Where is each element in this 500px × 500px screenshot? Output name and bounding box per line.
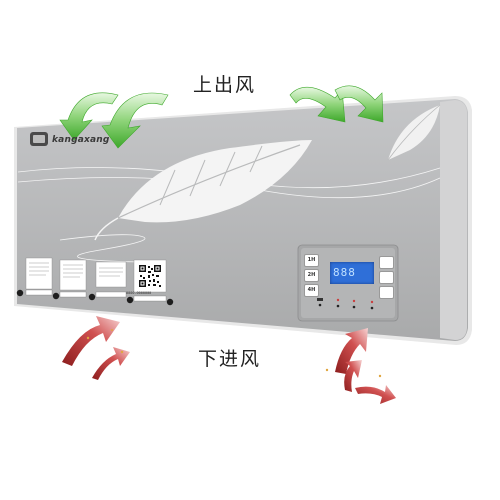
feather-icon bbox=[94, 140, 312, 241]
airflow-out-arrow-icon bbox=[59, 85, 384, 149]
power-button[interactable] bbox=[379, 256, 394, 269]
lcd-display bbox=[330, 262, 374, 284]
mode-button[interactable] bbox=[379, 271, 394, 284]
timer-4h-button[interactable]: 4H bbox=[304, 284, 319, 297]
brand-name: kangaxang bbox=[52, 135, 110, 145]
lcd-digits: 888 bbox=[333, 266, 356, 279]
timer-2h-button[interactable]: 2H bbox=[304, 269, 319, 282]
airflow-in-arrow-icon bbox=[62, 316, 396, 404]
timer-1h-button[interactable]: 1H bbox=[304, 254, 319, 267]
small-feather-icon bbox=[387, 104, 441, 161]
brand-logo-icon bbox=[30, 132, 48, 146]
outlet-caption: 上出风 bbox=[193, 74, 257, 96]
sparkles bbox=[86, 329, 382, 378]
qr-code-icon bbox=[137, 263, 163, 289]
hotline-number: 0000-0000000 bbox=[126, 291, 152, 295]
inlet-caption: 下进风 bbox=[198, 348, 262, 370]
fan-speed-button[interactable] bbox=[379, 286, 394, 299]
